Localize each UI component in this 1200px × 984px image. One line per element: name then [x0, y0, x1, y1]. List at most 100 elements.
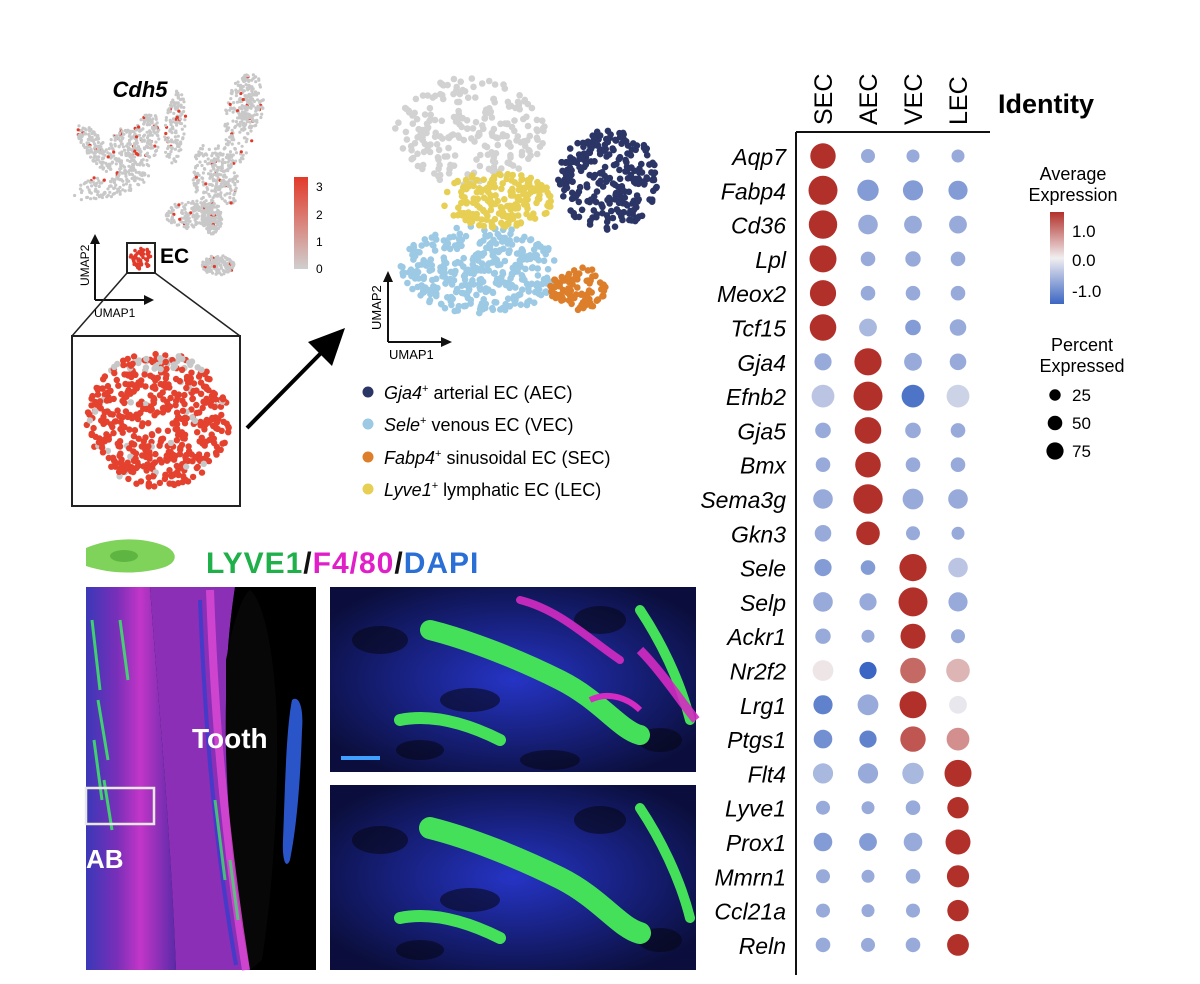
dotplot-dot — [899, 691, 927, 719]
cluster-umap-panel: UMAP2 UMAP1 Gja4+ arterial EC (AEC) Sele… — [362, 75, 660, 500]
dotplot-dot — [814, 353, 832, 371]
tissue-image-zoom-bottom — [330, 785, 696, 970]
gene-label: Flt4 — [748, 761, 786, 787]
gene-label: Lyve1 — [725, 796, 786, 822]
dotplot-dot — [948, 489, 968, 509]
dotplot-dot — [950, 251, 966, 267]
cdh5-colorbar: 3 2 1 0 — [294, 177, 323, 276]
dotplot-x-label: VEC — [900, 74, 928, 125]
dotplot-dot — [906, 149, 920, 163]
dotplot-dot — [944, 759, 972, 787]
avg-expr-title-line1: Average — [1040, 164, 1107, 184]
dotplot-dot — [950, 457, 966, 473]
cluster-legend: Gja4+ arterial EC (AEC) Sele+ venous EC … — [362, 383, 611, 500]
dotplot-dot — [949, 319, 967, 336]
dotplot-dot — [812, 763, 834, 784]
dotplot-dot — [900, 657, 926, 684]
zoom-line-left — [71, 272, 128, 337]
size-legend-label: 75 — [1072, 442, 1091, 461]
dotplot-dot — [859, 833, 877, 851]
dotplot-dot — [861, 149, 875, 163]
dotplot-dot — [861, 904, 875, 918]
dotplot-dot — [950, 423, 966, 438]
cdh5-title: Cdh5 — [113, 77, 169, 102]
dotplot-dot — [900, 623, 926, 649]
dotplot-dot — [860, 251, 876, 267]
dotplot-dot — [815, 457, 831, 473]
dotplot-dot — [813, 592, 833, 612]
gene-label: Reln — [739, 933, 786, 959]
dotplot-dot — [861, 937, 875, 952]
cdh5-umap-dots — [73, 73, 265, 277]
gene-label: Bmx — [740, 453, 788, 479]
dotplot-dot — [814, 559, 832, 577]
dotplot-dot — [947, 899, 969, 922]
legend-dot-sec — [362, 451, 374, 463]
dotplot-dot — [905, 251, 921, 267]
gene-label: Nr2f2 — [730, 659, 786, 685]
dotplot-dots — [808, 143, 972, 956]
dotplot-dot — [945, 829, 971, 855]
dotplot-dot — [812, 660, 834, 681]
avg-expr-tick-high: 1.0 — [1072, 222, 1096, 241]
legend-item-sec: Fabp4+ sinusoidal EC (SEC) — [384, 448, 611, 468]
stain-title: LYVE1/F4/80/DAPI — [206, 547, 479, 580]
dotplot-dot — [946, 865, 970, 888]
avg-expr-tick-mid: 0.0 — [1072, 251, 1096, 270]
dotplot-dot — [813, 489, 833, 509]
legend-dot-vec — [362, 418, 374, 430]
dotplot-dot — [946, 658, 970, 683]
size-legend-label: 50 — [1072, 414, 1091, 433]
dotplot-dot — [948, 557, 968, 578]
dotplot-dot — [861, 869, 875, 883]
dotplot-dot — [854, 417, 882, 444]
dotplot-dot — [859, 318, 877, 337]
gene-label: Meox2 — [717, 281, 786, 307]
dotplot-dot — [951, 629, 965, 644]
gene-label: Ackr1 — [725, 624, 786, 650]
dotplot-dot — [809, 245, 837, 273]
dotplot-dot — [946, 727, 970, 751]
dotplot-dot — [905, 422, 921, 439]
dotplot-dot — [904, 352, 922, 371]
size-legend-dot — [1047, 415, 1063, 431]
ec-label: EC — [160, 245, 189, 268]
dotplot-dot — [809, 280, 837, 307]
dotplot-dot — [951, 526, 965, 540]
dotplot-dot — [811, 384, 835, 408]
colorbar-tick-3: 3 — [316, 180, 323, 194]
cell-icon — [86, 539, 175, 573]
dotplot-dot — [858, 214, 878, 235]
umap2-label-small: UMAP2 — [78, 244, 92, 286]
dotplot-dot — [815, 937, 831, 953]
gene-label: Lrg1 — [740, 693, 786, 719]
dotplot-dot — [905, 285, 921, 301]
dotplot-dot — [854, 348, 882, 376]
dotplot-dot — [815, 628, 831, 644]
dotplot-dot — [903, 832, 923, 852]
dotplot-dot — [861, 629, 875, 643]
tissue-image-large: AB Tooth — [84, 587, 316, 971]
dotplot-dot — [946, 384, 970, 408]
dotplot-dot — [859, 661, 877, 680]
dotplot-dot — [949, 353, 967, 371]
dotplot-dot — [905, 319, 921, 336]
gene-label: Ccl21a — [714, 899, 786, 925]
umap1-label-cluster: UMAP1 — [389, 347, 434, 362]
dotplot-dot — [950, 285, 966, 301]
dotplot-dot — [853, 484, 883, 514]
cdh5-umap-panel: Cdh5 EC UMAP2 UMAP1 3 2 1 0 — [71, 73, 323, 507]
dotplot-dot — [809, 314, 837, 341]
legend-item-aec: Gja4+ arterial EC (AEC) — [384, 383, 573, 403]
dotplot-dot — [813, 695, 833, 715]
gene-label: Gkn3 — [731, 521, 786, 547]
dotplot-dot — [906, 903, 920, 918]
dotplot-dot — [857, 179, 879, 201]
dotplot-dot — [857, 763, 879, 784]
dotplot-dot — [810, 143, 836, 169]
dotplot-dot — [860, 285, 876, 301]
avg-expr-title-line2: Expression — [1028, 185, 1117, 205]
